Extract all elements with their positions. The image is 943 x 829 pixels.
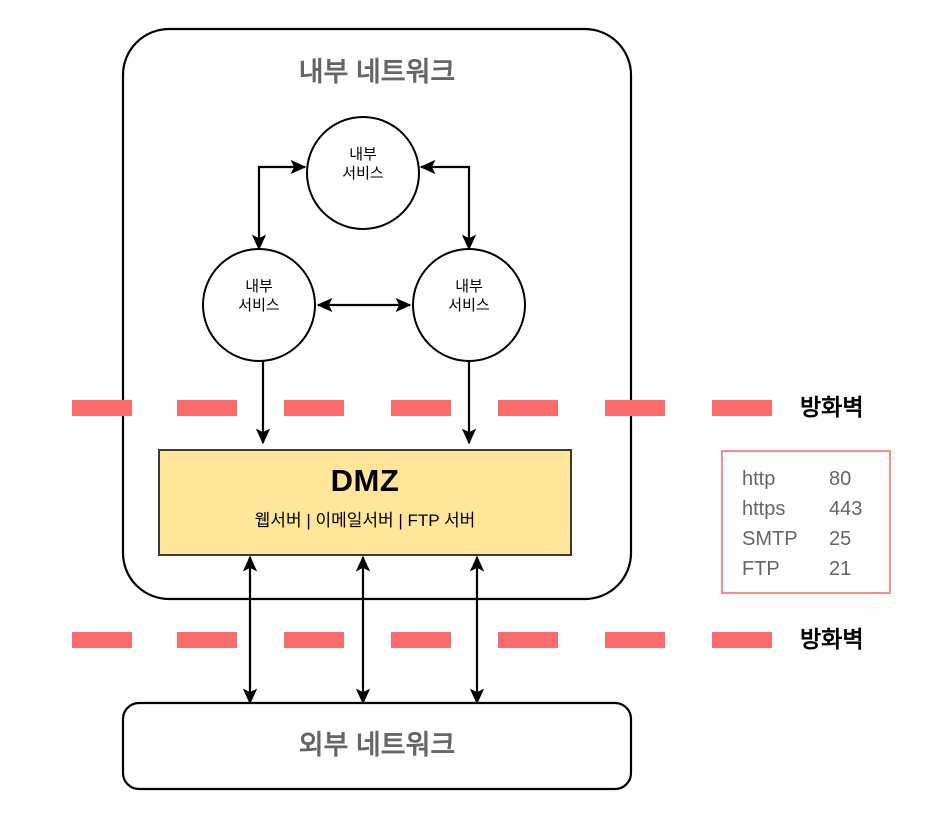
internal-service-right-circle [412,248,526,362]
connector-left-to-top [251,159,307,251]
port-row-port: 21 [829,558,852,580]
connector-right-to-top [419,159,477,251]
port-row-port: 443 [829,498,863,520]
port-row-protocol: FTP [742,558,780,580]
firewall-lower-line [72,632,772,648]
port-row-port: 25 [829,528,852,550]
port-row-protocol: https [742,498,786,520]
port-row-port: 80 [829,468,852,490]
internal-service-top-circle [306,116,420,230]
firewall-upper-line [72,400,772,416]
port-row-protocol: SMTP [742,528,798,550]
external-network-zone [121,701,633,791]
internal-service-left-circle [202,248,316,362]
port-table-box [721,450,891,594]
port-row-protocol: http [742,468,776,490]
dmz-box [158,449,572,556]
